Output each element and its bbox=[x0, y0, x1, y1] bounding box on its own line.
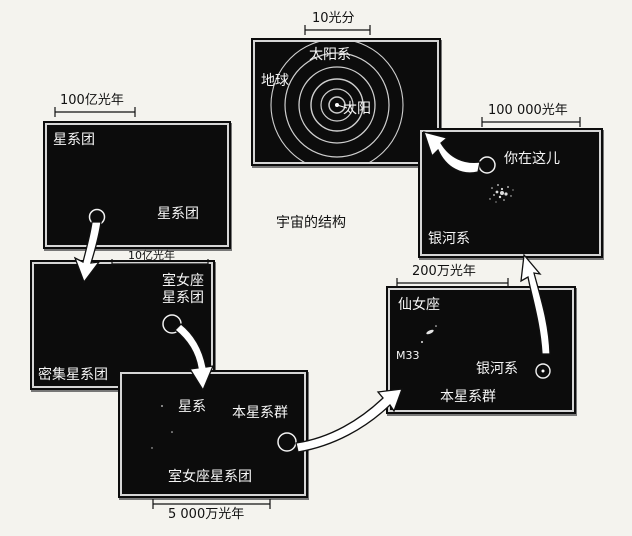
local-group-art bbox=[421, 325, 551, 379]
scale-label-supercluster: 100亿光年 bbox=[60, 93, 124, 108]
label-milky-way-local: 银河系 bbox=[476, 361, 518, 377]
scale-label-dense-cluster: 10亿光年 bbox=[128, 249, 175, 262]
scale-label-virgo: 5 000万光年 bbox=[168, 507, 245, 522]
sun-pointer bbox=[336, 104, 348, 109]
panel-virgo-cluster: 星系 本星系群 室女座星系团 bbox=[120, 372, 306, 496]
label-andromeda: 仙女座 bbox=[398, 297, 440, 313]
panel-solar-system: 太阳系 地球 太阳 bbox=[253, 40, 439, 164]
orbit-1 bbox=[328, 96, 346, 114]
you-are-here-marker bbox=[478, 156, 496, 174]
label-dense-cluster: 密集星系团 bbox=[38, 367, 108, 383]
galaxy-stars bbox=[489, 184, 514, 203]
virgo-galaxies bbox=[151, 405, 173, 449]
label-sun: 太阳 bbox=[343, 101, 371, 117]
scale-bar-galaxy bbox=[481, 117, 581, 127]
scale-bar-solar bbox=[304, 25, 371, 35]
orbit-4 bbox=[298, 66, 376, 144]
scale-bar-supercluster bbox=[54, 107, 136, 117]
label-virgo-cluster-line2: 星系团 bbox=[162, 290, 204, 306]
label-m33: M33 bbox=[396, 349, 420, 362]
orbit-3 bbox=[310, 78, 364, 132]
solar-orbits bbox=[270, 42, 404, 162]
milky-way-marker bbox=[535, 363, 551, 379]
andromeda-galaxy bbox=[421, 325, 437, 343]
scale-bar-local-group bbox=[396, 278, 509, 288]
zoom-circle-supercluster bbox=[88, 208, 106, 226]
label-milky-way: 银河系 bbox=[428, 231, 470, 247]
zoom-circle-dense bbox=[162, 314, 182, 334]
arrow-virgo-to-local-group bbox=[295, 388, 403, 453]
orbit-5 bbox=[284, 52, 390, 158]
diagram-title: 宇宙的结构 bbox=[276, 215, 346, 231]
label-earth: 地球 bbox=[261, 73, 289, 89]
label-solar-system: 太阳系 bbox=[309, 47, 351, 63]
scale-label-solar: 10光分 bbox=[312, 11, 355, 26]
orbit-2 bbox=[320, 88, 354, 122]
panel-local-group: 仙女座 M33 银河系 本星系群 bbox=[388, 288, 574, 412]
scale-label-local-group: 200万光年 bbox=[412, 264, 476, 279]
scale-label-galaxy: 100 000光年 bbox=[488, 103, 568, 118]
zoom-circle-virgo bbox=[277, 432, 297, 452]
label-local-group: 本星系群 bbox=[232, 405, 288, 421]
panel-supercluster: 星系团 星系团 bbox=[45, 123, 229, 247]
label-cluster-mid: 星系团 bbox=[157, 206, 199, 222]
label-cluster-top: 星系团 bbox=[53, 132, 95, 148]
milky-way-dot bbox=[541, 369, 545, 373]
label-galaxies: 星系 bbox=[178, 399, 206, 415]
label-you-are-here: 你在这儿 bbox=[504, 151, 560, 167]
label-virgo-cluster: 室女座星系团 bbox=[168, 469, 252, 485]
panel-milky-way-galaxy: 你在这儿 银河系 bbox=[420, 130, 601, 256]
orbit-6 bbox=[270, 42, 404, 162]
label-local-group-bottom: 本星系群 bbox=[440, 389, 496, 405]
label-virgo-cluster-line1: 室女座 bbox=[162, 273, 204, 289]
panel-dense-cluster: 室女座 星系团 密集星系团 bbox=[32, 262, 213, 388]
